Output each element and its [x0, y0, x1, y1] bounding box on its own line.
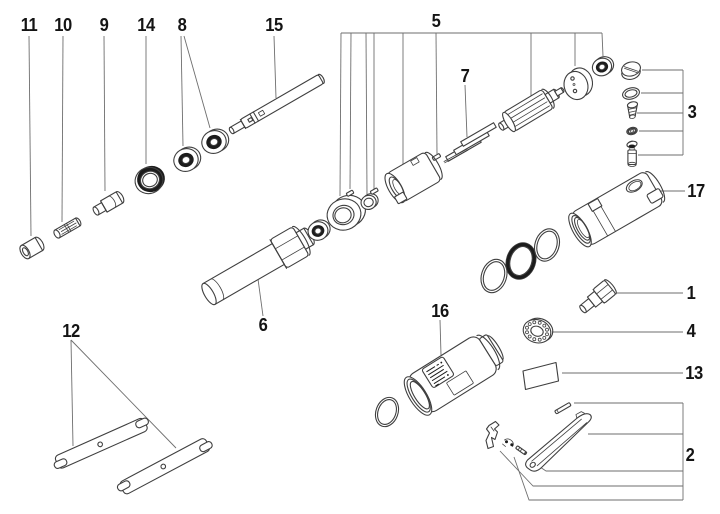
- part-label-4: 4: [686, 321, 696, 341]
- part-label-13: 13: [685, 363, 703, 383]
- part-throttle-lever: [525, 411, 592, 472]
- part-label-10: 10: [54, 15, 72, 35]
- part-o-ring-sleeve: [374, 396, 400, 428]
- part-air-fitting: [579, 279, 617, 314]
- part-valve-stem: [626, 140, 638, 167]
- part-spacer-ring: [360, 193, 379, 211]
- part-label-12: 12: [62, 321, 80, 341]
- part-o-ring-valve: [622, 87, 640, 100]
- part-label-1: 1: [686, 283, 696, 303]
- part-valve-cone: [626, 101, 639, 119]
- part-label-7: 7: [460, 66, 470, 86]
- part-label-3: 3: [687, 102, 697, 122]
- part-rotor: [498, 87, 565, 133]
- part-motor-cylinder: [384, 151, 443, 205]
- part-spring-clip: [502, 438, 514, 447]
- part-label-16: 16: [431, 301, 449, 321]
- part-key-b: [369, 187, 379, 195]
- part-spindle: [228, 73, 325, 135]
- part-collet-nut: [19, 236, 45, 260]
- part-o-ring-1: [480, 258, 508, 294]
- part-wrench-left: [53, 417, 149, 469]
- part-bearing-small: [307, 219, 331, 241]
- part-muffler-disc: [522, 317, 554, 344]
- part-label-2: 2: [685, 445, 695, 465]
- part-label-9: 9: [99, 15, 109, 35]
- part-valve-screw: [515, 445, 528, 456]
- part-bearing-rear: [201, 128, 230, 154]
- part-lever-pin: [554, 402, 572, 415]
- callout-bracket-3: [637, 69, 684, 156]
- part-name-plate: [522, 361, 560, 391]
- part-label-15: 15: [265, 15, 283, 35]
- part-screw-cap: [621, 61, 641, 80]
- callout-bracket-5: [339, 32, 604, 197]
- part-bearing-top: [591, 56, 615, 77]
- part-end-plate: [563, 67, 594, 101]
- part-pin-a: [345, 189, 355, 197]
- callout-bracket-2: [499, 402, 684, 501]
- part-collet: [53, 217, 82, 239]
- part-spacer-sleeve: [92, 191, 125, 216]
- part-label-17: 17: [687, 181, 705, 201]
- part-extension-tube: [201, 225, 315, 306]
- part-o-ring-3: [533, 228, 561, 262]
- leader-lines: [28, 35, 685, 449]
- part-bearing-front: [173, 146, 202, 172]
- part-housing: [568, 171, 666, 248]
- part-label-8: 8: [177, 15, 187, 35]
- part-label-6: 6: [258, 315, 268, 335]
- part-wrench-right: [116, 438, 213, 495]
- part-safety-catch: [485, 420, 500, 450]
- part-outer-sleeve: [403, 334, 504, 416]
- part-label-14: 14: [137, 15, 155, 35]
- part-label-11: 11: [20, 15, 38, 35]
- part-label-5: 5: [431, 11, 441, 31]
- part-valve-washer: [626, 126, 638, 136]
- part-o-ring-2: [505, 242, 537, 280]
- part-rotor-vanes: [443, 122, 497, 164]
- part-lock-ring: [134, 165, 165, 195]
